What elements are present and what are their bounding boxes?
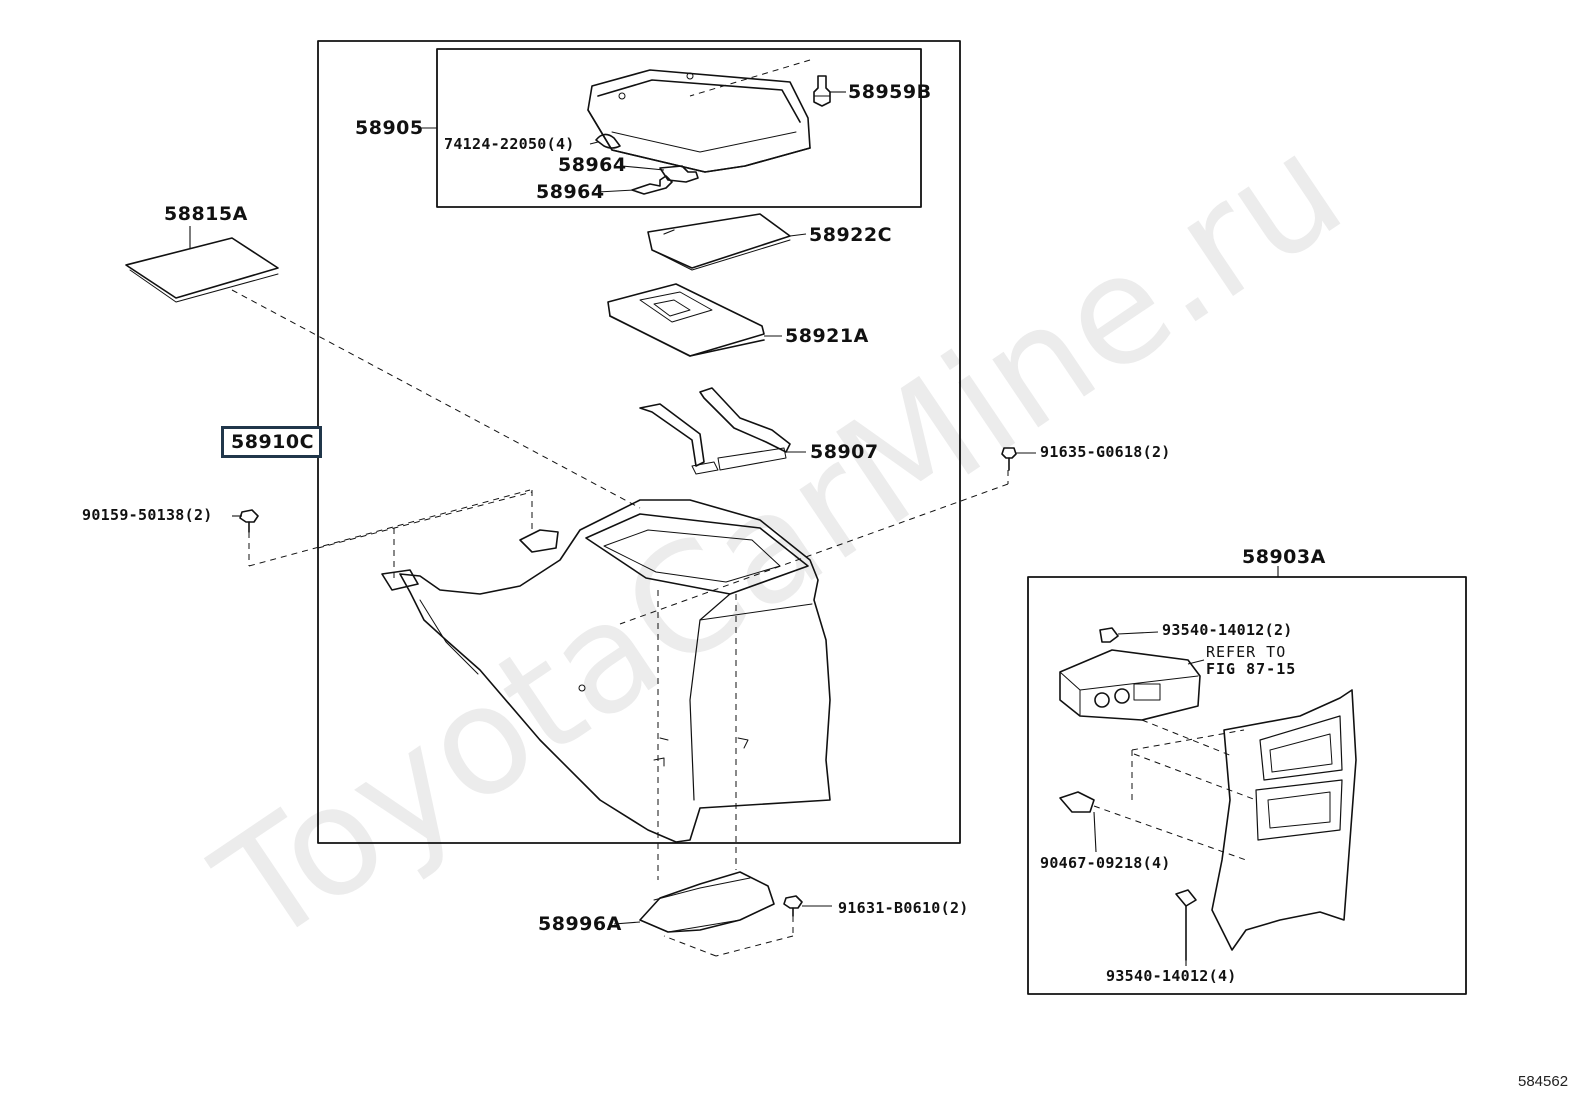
label-74124-22050: 74124-22050(4) <box>444 135 575 153</box>
label-58921a: 58921A <box>785 325 869 347</box>
label-90467-09218: 90467-09218(4) <box>1040 854 1171 872</box>
label-58905: 58905 <box>355 117 424 139</box>
console-body-part <box>381 499 831 843</box>
leader-58922c <box>789 233 807 237</box>
rear-panel-group-box <box>1027 576 1467 995</box>
tray-lid-58922c-part <box>647 213 791 271</box>
clip-74124-part <box>595 133 621 149</box>
hinge-58964-part <box>631 165 699 195</box>
label-58964-upper: 58964 <box>558 154 627 176</box>
rear-panel-part <box>1211 689 1357 951</box>
label-90159-50138: 90159-50138(2) <box>82 506 213 524</box>
bolt-58959b-part <box>813 75 831 107</box>
armrest-lid-part <box>587 69 811 173</box>
screw-91631-part <box>783 895 803 917</box>
label-58903a: 58903A <box>1242 546 1326 568</box>
switch-assembly-part <box>1059 649 1201 721</box>
bracket-58996a-part <box>639 871 775 933</box>
label-58907: 58907 <box>810 441 879 463</box>
leader-93540a <box>1117 631 1159 635</box>
label-58815a: 58815A <box>164 203 248 225</box>
label-58910c: 58910C <box>221 426 323 458</box>
label-refer-to: REFER TO <box>1206 643 1287 661</box>
bracket-58907-part <box>639 387 791 475</box>
label-58922c: 58922C <box>809 224 893 246</box>
screw-93540-top-part <box>1099 627 1119 643</box>
label-93540-14012-bottom: 93540-14012(4) <box>1106 967 1237 985</box>
label-91631-b0610: 91631-B0610(2) <box>838 899 969 917</box>
tray-58921a-part <box>607 283 765 357</box>
screw-90159-part <box>239 509 259 533</box>
label-58959b: 58959B <box>848 81 932 103</box>
clip-90467-part <box>1059 791 1095 813</box>
label-58996a: 58996A <box>538 913 622 935</box>
leader-58964b <box>597 189 635 193</box>
screw-93540-bottom-part <box>1175 889 1197 961</box>
leader-90467 <box>1093 811 1097 853</box>
screw-91635-part <box>1001 447 1017 471</box>
leader-58996a <box>613 921 641 925</box>
label-58964-lower: 58964 <box>536 181 605 203</box>
leader-74124 <box>589 141 599 145</box>
leader-58964a <box>621 165 665 171</box>
figure-number: 584562 <box>1518 1073 1569 1090</box>
label-91635-g0618: 91635-G0618(2) <box>1040 443 1171 461</box>
mat-58815a-part <box>125 237 279 303</box>
label-fig-87-15: FIG 87-15 <box>1206 660 1297 678</box>
label-93540-14012-top: 93540-14012(2) <box>1162 621 1293 639</box>
leader-refer <box>1187 659 1205 665</box>
